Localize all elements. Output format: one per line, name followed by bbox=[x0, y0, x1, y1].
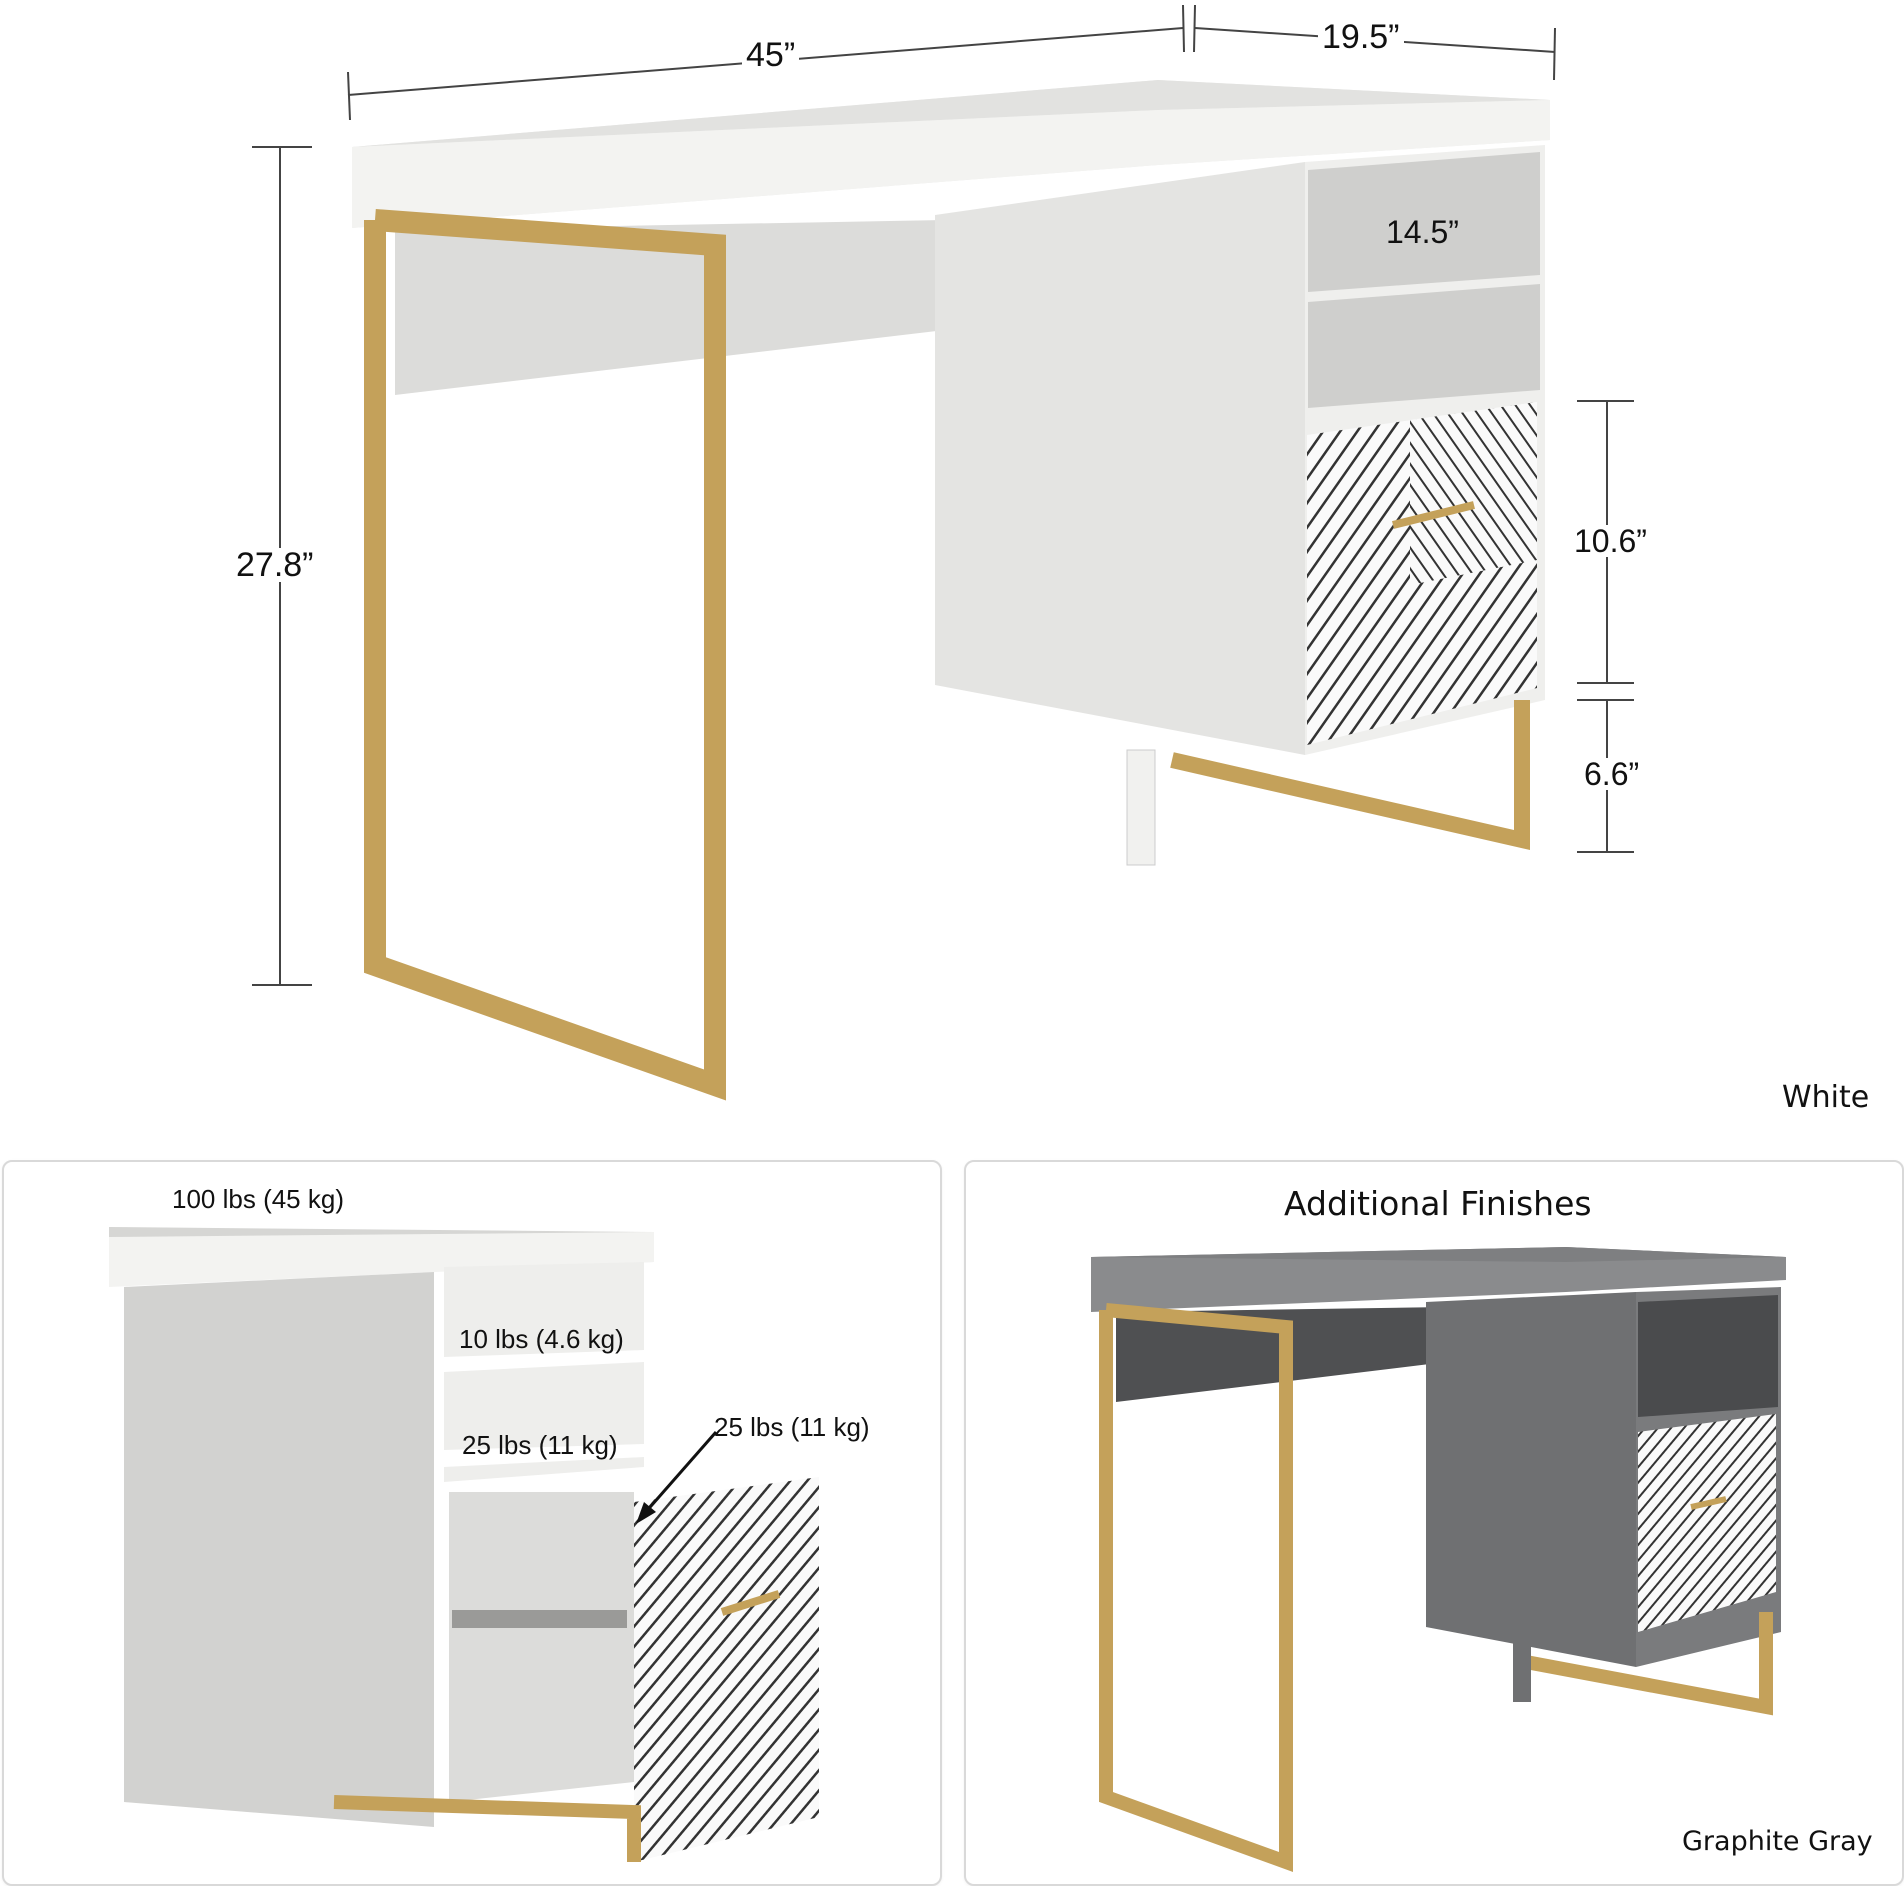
shelf-width-dimension: 14.5” bbox=[1386, 214, 1459, 250]
white-finish-label: White bbox=[1782, 1080, 1870, 1115]
desktop-capacity-label: 100 lbs (45 kg) bbox=[172, 1184, 344, 1214]
height-dimension: 27.8” bbox=[232, 548, 318, 582]
lower-shelf-capacity-label: 25 lbs (11 kg) bbox=[462, 1430, 618, 1460]
clearance-height-dimension: 6.6” bbox=[1580, 758, 1644, 790]
white-desk-illustration bbox=[252, 4, 1634, 1101]
additional-finishes-title: Additional Finishes bbox=[1284, 1184, 1592, 1223]
drawer-capacity-label: 25 lbs (11 kg) bbox=[714, 1412, 870, 1442]
open-drawer-illustration bbox=[109, 1227, 819, 1862]
depth-dimension: 19.5” bbox=[1318, 20, 1404, 54]
graphite-gray-finish-label: Graphite Gray bbox=[1682, 1826, 1873, 1857]
upper-shelf-capacity-label: 10 lbs (4.6 kg) bbox=[459, 1324, 624, 1354]
graphite-desk-illustration bbox=[1091, 1247, 1786, 1872]
main-desk-view: 45” 19.5” 27.8” 14.5” 10.6” 6.6” White bbox=[232, 4, 1870, 1115]
weight-capacity-panel: 100 lbs (45 kg) 10 lbs (4.6 kg) 25 lbs (… bbox=[2, 1160, 942, 1886]
additional-finishes-panel: Additional Finishes Graphite Gray bbox=[964, 1160, 1904, 1886]
drawer-height-dimension: 10.6” bbox=[1570, 525, 1651, 557]
width-dimension: 45” bbox=[742, 38, 800, 72]
